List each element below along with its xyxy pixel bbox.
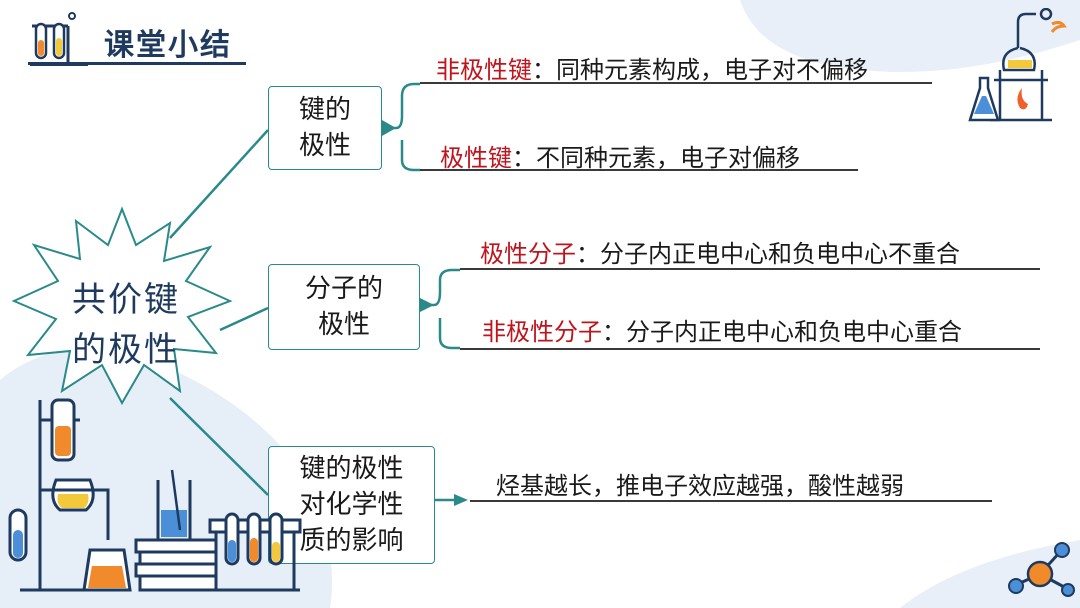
lab-equipment-icon [8, 398, 302, 592]
branch-box-line: 质的影响 [299, 526, 404, 556]
item-underline [460, 268, 1040, 270]
branch-box-line: 极性 [317, 310, 370, 340]
item-desc: 分子内正电中心和负电中心不重合 [600, 240, 960, 268]
branch-box-molecule-polarity: 分子的 极性 [268, 264, 420, 350]
item-row: 非极性分子：分子内正电中心和负电中心重合 [482, 312, 962, 347]
branch-box-line: 键的 [298, 95, 351, 125]
page-title: 课堂小结 [104, 28, 232, 63]
item-desc: 不同种元素，电子对偏移 [536, 144, 800, 172]
starburst-shape [11, 206, 233, 406]
item-desc: 同种元素构成，电子对不偏移 [556, 56, 868, 84]
item-separator: ： [576, 240, 600, 268]
item-separator: ： [602, 318, 626, 346]
branch-box-bond-polarity: 键的 极性 [268, 86, 382, 170]
item-desc: 分子内正电中心和负电中心重合 [626, 318, 962, 346]
branch-box-line: 极性 [298, 131, 351, 161]
lab-apparatus-icon [968, 8, 1067, 122]
item-underline [460, 348, 1040, 350]
branch-box-line: 键的极性 [299, 454, 404, 484]
item-term: 极性键 [440, 144, 512, 172]
title-underline [28, 62, 246, 65]
branch-box-line: 对化学性 [299, 490, 404, 520]
molecule-icon [1008, 542, 1075, 597]
center-line-1: 共价键 [72, 280, 180, 320]
item-desc: 烃基越长，推电子效应越强，酸性越弱 [496, 472, 904, 500]
item-term: 极性分子 [480, 240, 576, 268]
item-separator: ： [532, 56, 556, 84]
branch-box-line: 分子的 [304, 274, 383, 304]
item-underline [420, 169, 858, 171]
item-separator: ： [512, 144, 536, 172]
item-underline [420, 82, 932, 84]
item-term: 非极性键 [436, 56, 532, 84]
item-row: 非极性键：同种元素构成，电子对不偏移 [436, 50, 868, 85]
item-underline [470, 500, 992, 502]
center-line-2: 的极性 [72, 330, 180, 370]
branch-box-chemical-effect: 键的极性 对化学性 质的影响 [268, 446, 435, 564]
item-row: 极性分子：分子内正电中心和负电中心不重合 [480, 234, 960, 269]
item-row: 烃基越长，推电子效应越强，酸性越弱 [496, 466, 904, 501]
item-row: 极性键：不同种元素，电子对偏移 [440, 138, 800, 173]
item-term: 非极性分子 [482, 318, 602, 346]
